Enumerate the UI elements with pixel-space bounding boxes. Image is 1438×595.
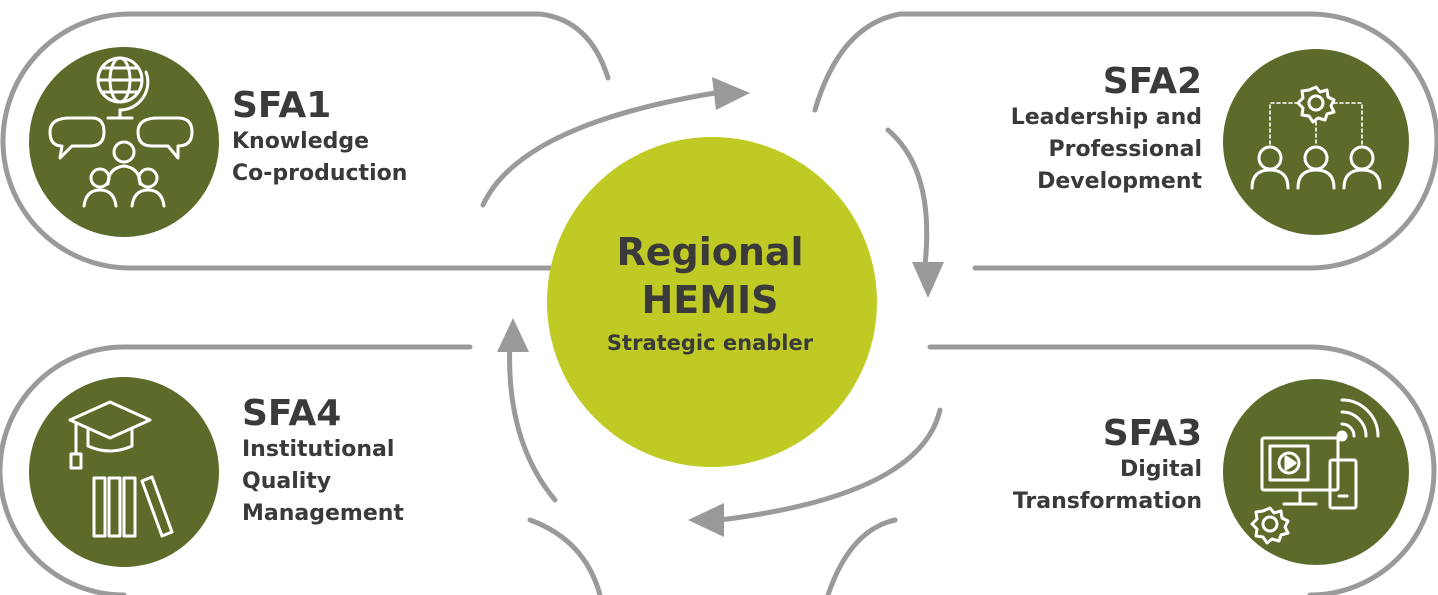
- sfa4-capsule-edge: [527, 517, 603, 595]
- sfa4-title-line1: Institutional: [242, 437, 395, 462]
- sfa3-capsule-edge: [825, 517, 898, 595]
- sfa3-title-line1: Digital: [1120, 457, 1202, 482]
- sfa2-capsule-outline: [812, 11, 1438, 271]
- sfa1-title-line2: Co-production: [232, 161, 408, 186]
- arrow-head-2: [912, 262, 944, 298]
- sfa4-title-line3: Management: [242, 501, 404, 526]
- arrow-head-4: [497, 318, 529, 352]
- globe-discussion-icon: [48, 56, 194, 208]
- arrow-sfa1-to-sfa2-line: [480, 90, 718, 208]
- sfa1-title-line1: Knowledge: [232, 129, 370, 154]
- sfa4-label: SFA4 Institutional Quality Management: [242, 394, 404, 530]
- sfa3-title-line2: Transformation: [1012, 489, 1202, 514]
- sfa3-icon-circle: [1223, 379, 1409, 565]
- center-circle: [547, 137, 877, 467]
- sfa1-code: SFA1: [232, 85, 332, 126]
- center-label: Regional HEMIS Strategic enabler: [560, 228, 860, 362]
- sfa3-capsule-outline: [927, 344, 1437, 595]
- sfa4-icon-circle: [29, 377, 219, 567]
- sfa2-code: SFA2: [1102, 61, 1202, 102]
- sfa2-title-line1: Leadership and: [1010, 105, 1202, 130]
- arrow-head-1: [712, 77, 750, 110]
- center-title-line2: HEMIS: [641, 278, 779, 322]
- sfa2-label: SFA2 Leadership and Professional Develop…: [1011, 62, 1202, 198]
- center-subtitle: Strategic enabler: [606, 331, 814, 355]
- sfa1-label: SFA1 Knowledge Co-production: [232, 86, 407, 190]
- sfa3-code: SFA3: [1102, 413, 1202, 454]
- sfa4-title-line2: Quality: [242, 469, 332, 494]
- arrow-sfa4-to-sfa1-line: [507, 337, 558, 503]
- center-title-line1: Regional: [616, 230, 804, 274]
- team-gear-icon: [1250, 85, 1382, 190]
- arrow-sfa3-to-sfa4-line: [717, 407, 943, 523]
- sfa3-label: SFA3 Digital Transformation: [1013, 414, 1202, 518]
- sfa4-capsule-outline: [0, 344, 473, 595]
- digital-devices-icon: [1250, 398, 1380, 545]
- graduation-books-icon: [68, 400, 174, 538]
- arrow-sfa2-to-sfa3-line: [885, 127, 930, 268]
- sfa2-title-line3: Development: [1037, 169, 1202, 194]
- sfa1-capsule-outline: [0, 11, 611, 271]
- arrow-head-3: [688, 503, 724, 537]
- sfa2-title-line2: Professional: [1048, 137, 1202, 162]
- sfa4-code: SFA4: [242, 393, 342, 434]
